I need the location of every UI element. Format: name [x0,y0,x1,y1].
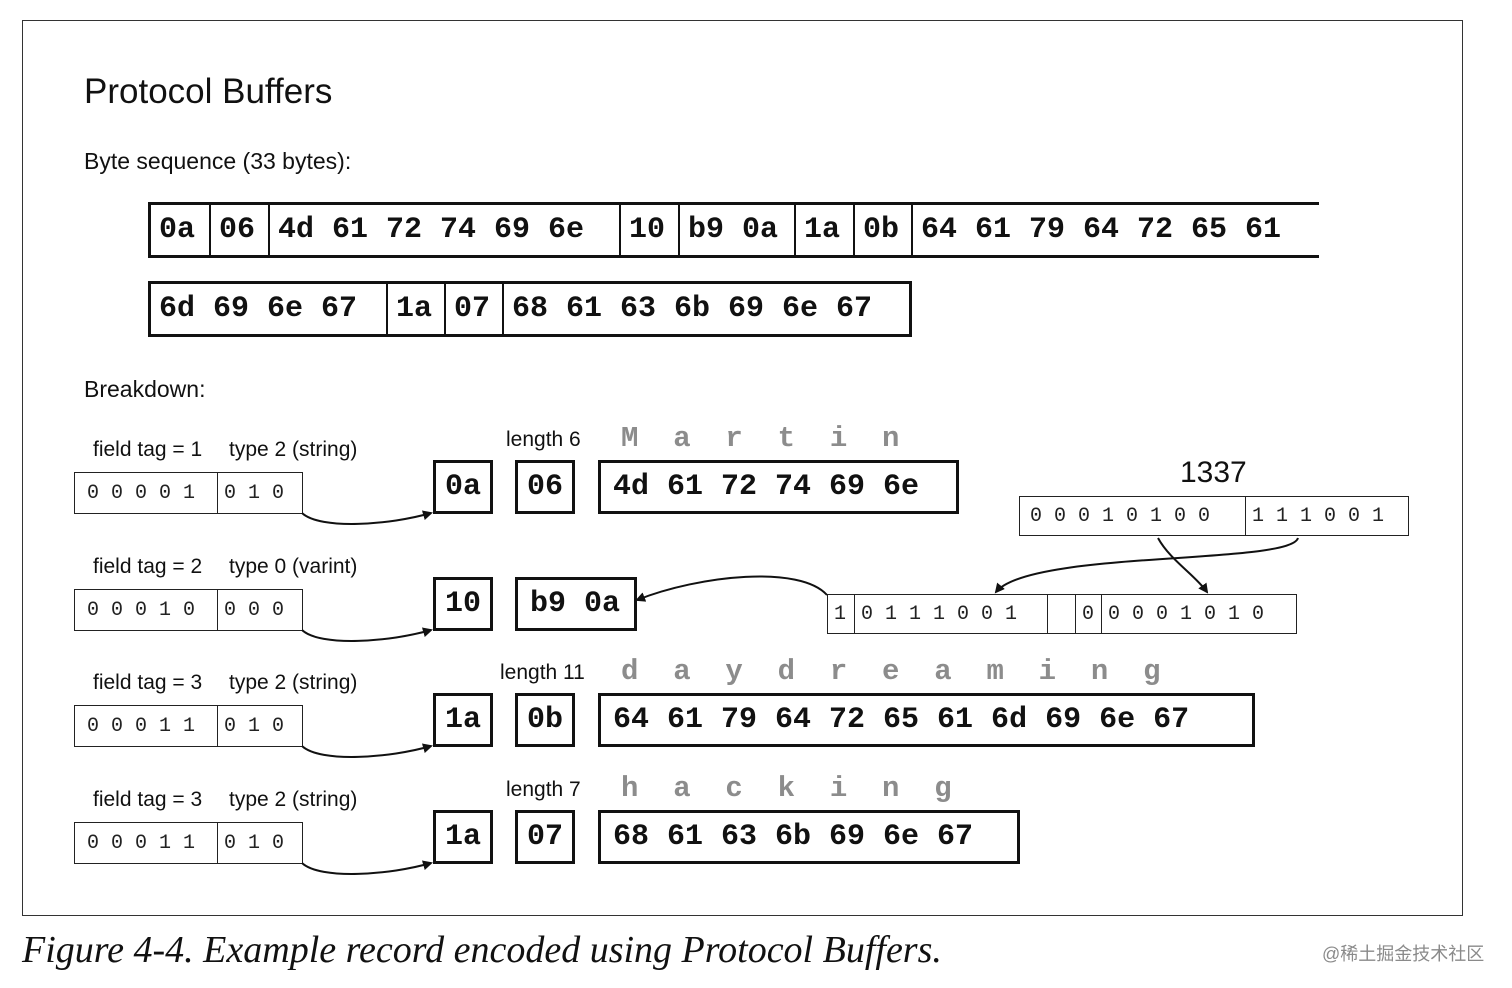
arrow-low-bits [1157,537,1209,594]
string-bytes: 64 61 79 64 72 65 61 6d 69 6e 67 [598,693,1255,747]
byte-segment: 64 61 79 64 72 65 61 [911,205,1319,255]
diagram-title: Protocol Buffers [84,72,333,111]
ascii-letters: M a r t i n [621,422,900,455]
field-type-label: type 2 (string) [229,671,358,694]
ascii-letters: h a c k i n g [621,772,952,805]
varint-byte-bits: 0 1 1 1 0 0 1 [854,595,1047,633]
string-bytes: 68 61 63 6b 69 6e 67 [598,810,1020,864]
watermark: @稀土掘金技术社区 [1322,944,1485,964]
field-type-label: type 0 (varint) [229,555,358,578]
byte-segment: 0b [853,205,911,255]
field-type-label: type 2 (string) [229,788,358,811]
tag-byte-bits: 0 0 0 0 1 0 1 0 [74,472,303,514]
tag-byte: 1a [433,810,493,864]
arrow-tag-to-byte [301,627,433,642]
field-number-bits: 0 0 0 1 1 [87,714,196,738]
byte-segment: b9 0a [678,205,794,255]
varint-encoded-bytes: 1 0 1 1 1 0 0 1 0 0 0 0 1 0 1 0 [827,594,1297,634]
length-label: length 7 [506,778,581,801]
arrow-high-bits [994,537,1299,594]
continuation-bit: 1 [834,602,847,626]
byte-segment: 10 [619,205,678,255]
varint-value: 1337 [1180,456,1247,489]
arrow-tag-to-byte [301,510,433,525]
continuation-bit: 0 [1075,595,1101,633]
string-bytes: 4d 61 72 74 69 6e [598,460,959,514]
length-byte: 07 [515,810,575,864]
byte-segment: 6d 69 6e 67 [159,292,358,326]
byte-segment: 4d 61 72 74 69 6e [268,205,619,255]
figure-caption: Figure 4-4. Example record encoded using… [22,929,942,971]
tag-byte: 10 [433,577,493,631]
tag-byte: 1a [433,693,493,747]
ascii-letters: d a y d r e a m i n g [621,655,1161,688]
field-type-label: type 2 (string) [229,438,358,461]
byte-sequence-label: Byte sequence (33 bytes): [84,148,352,174]
byte-segment: 1a [794,205,853,255]
varint-binary-low: 1 1 1 0 0 1 [1245,497,1407,535]
tag-byte: 0a [433,460,493,514]
byte-segment: 06 [209,205,268,255]
field-number-bits: 0 0 0 0 1 [87,481,196,505]
field-number-bits: 0 0 0 1 1 [87,831,196,855]
breakdown-label: Breakdown: [84,376,206,402]
length-byte: 0b [515,693,575,747]
byte-sequence-row-1: 0a 06 4d 61 72 74 69 6e 10 b9 0a 1a 0b 6… [148,202,1319,258]
byte-segment: 1a [386,284,444,334]
tag-byte-bits: 0 0 0 1 0 0 0 0 [74,589,303,631]
field-tag-label: field tag = 3 [93,788,203,811]
wire-type-bits: 0 1 0 [217,473,302,513]
varint-byte-bits: 0 0 0 1 0 1 0 [1101,595,1295,633]
byte-gap [1047,595,1075,633]
length-label: length 6 [506,428,581,451]
wire-type-bits: 0 1 0 [217,706,302,746]
byte-segment: 07 [444,284,502,334]
varint-binary: 0 0 0 1 0 1 0 0 1 1 1 0 0 1 [1019,496,1409,536]
length-byte: 06 [515,460,575,514]
field-tag-label: field tag = 1 [93,438,203,461]
tag-byte-bits: 0 0 0 1 1 0 1 0 [74,705,303,747]
field-tag-label: field tag = 3 [93,671,203,694]
length-label: length 11 [500,661,585,684]
arrow-to-varint-bytes [635,575,828,602]
byte-segment: 68 61 63 6b 69 6e 67 [502,284,909,334]
tag-byte-bits: 0 0 0 1 1 0 1 0 [74,822,303,864]
byte-segment: 0a [159,213,196,247]
figure-frame [22,20,1463,916]
field-tag-label: field tag = 2 [93,555,203,578]
arrow-tag-to-byte [301,860,433,875]
wire-type-bits: 0 1 0 [217,823,302,863]
wire-type-bits: 0 0 0 [217,590,302,630]
field-number-bits: 0 0 0 1 0 [87,598,196,622]
varint-bytes: b9 0a [515,577,637,631]
byte-sequence-row-2: 6d 69 6e 67 1a 07 68 61 63 6b 69 6e 67 [148,281,912,337]
varint-binary-high: 0 0 0 1 0 1 0 0 [1030,504,1211,528]
arrow-tag-to-byte [301,743,433,758]
